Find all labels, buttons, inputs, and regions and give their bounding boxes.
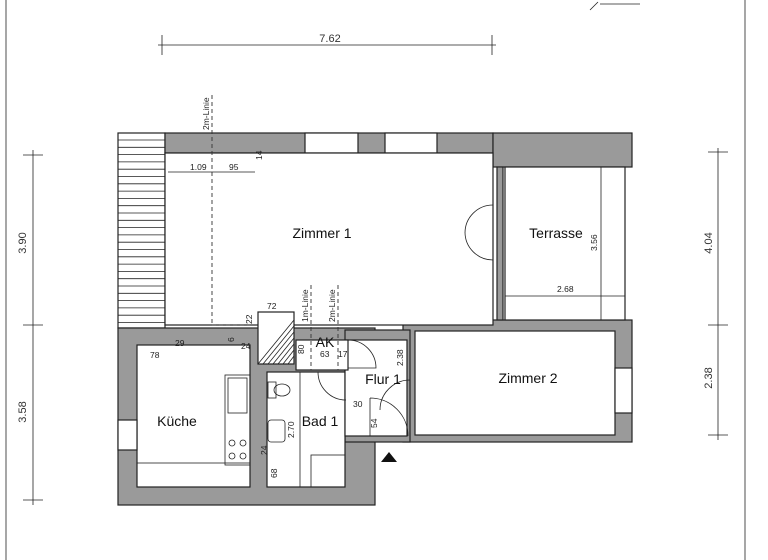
window-top-2 xyxy=(384,132,438,154)
dim: 1m-Linie xyxy=(300,289,310,322)
dim: 2.38 xyxy=(395,349,405,366)
shower-icon xyxy=(310,454,346,488)
stair-tread xyxy=(277,343,295,365)
dim: 72 xyxy=(267,301,277,311)
room-flur-1 xyxy=(344,339,408,437)
ak-door-swing[interactable] xyxy=(347,339,377,369)
washbasin-icon xyxy=(267,419,286,443)
dim: 54 xyxy=(369,418,379,428)
kitchen-counter xyxy=(136,374,251,488)
dim: 95 xyxy=(229,162,239,172)
label-zimmer-2: Zimmer 2 xyxy=(498,370,557,386)
label-flur-1: Flur 1 xyxy=(365,371,401,387)
dim-right-lower: 2.38 xyxy=(703,367,715,388)
window-kueche xyxy=(117,419,138,451)
stair-tread xyxy=(257,319,295,365)
dim: 2m-Linie xyxy=(327,289,337,322)
dim: 78 xyxy=(150,350,160,360)
label-bad-1: Bad 1 xyxy=(302,413,339,429)
dim: 2.68 xyxy=(557,284,574,294)
dim: 1.09 xyxy=(190,162,207,172)
dim: 17 xyxy=(338,349,348,359)
dim-left-upper: 3.90 xyxy=(17,232,29,253)
stove-icon xyxy=(228,439,236,447)
stair-treads xyxy=(257,319,295,365)
dim: 30 xyxy=(353,399,363,409)
dim: 24 xyxy=(241,341,251,351)
dim: 24 xyxy=(259,445,269,455)
dim: 3.56 xyxy=(589,234,599,251)
dim: 2.70 xyxy=(286,421,296,438)
staircase xyxy=(257,311,295,365)
terrace-door-swing[interactable] xyxy=(464,204,494,261)
room-terrasse xyxy=(504,166,626,321)
dim-right-upper: 4.04 xyxy=(703,232,715,253)
dim-top-width: 7.62 xyxy=(319,33,340,45)
stair-tread xyxy=(267,331,295,365)
stair-tread xyxy=(262,325,295,365)
hatched-strip xyxy=(117,132,166,329)
dim: 2m-Linie xyxy=(201,97,211,130)
terrace-door-frame xyxy=(496,166,504,321)
stair-tread xyxy=(272,337,295,365)
dim-left-lower: 3.58 xyxy=(17,401,29,422)
bath-fixtures xyxy=(267,381,346,488)
label-terrasse: Terrasse xyxy=(529,225,583,241)
dimension-lines xyxy=(23,35,728,505)
dim: 29 xyxy=(175,338,185,348)
label-zimmer-1: Zimmer 1 xyxy=(292,225,351,241)
room-zimmer-2 xyxy=(414,330,616,436)
room-ak xyxy=(295,339,349,371)
north-arrow-fragment xyxy=(589,1,640,11)
dim: 22 xyxy=(244,314,254,324)
entrance-door-swing[interactable] xyxy=(369,397,409,437)
toilet-icon xyxy=(267,381,277,399)
room-zimmer-1 xyxy=(164,152,494,326)
dim: 6 xyxy=(226,337,236,342)
dim: 80 xyxy=(296,344,306,354)
room-bad-1 xyxy=(266,371,346,488)
inner-dimension-labels: 1.09 95 14 2m-Linie 72 22 1m-Linie 2m-Li… xyxy=(150,97,599,478)
sink-icon xyxy=(227,377,248,414)
entrance-marker-icon xyxy=(381,452,397,462)
dim: 14 xyxy=(254,150,264,160)
label-ak: AK xyxy=(316,334,335,350)
window-top-1 xyxy=(304,132,359,154)
dim: 68 xyxy=(269,468,279,478)
dim: 63 xyxy=(320,349,330,359)
bad-door-swing[interactable] xyxy=(317,371,347,401)
window-zimmer-2 xyxy=(614,367,633,414)
stair-tread xyxy=(287,355,295,365)
label-kueche: Küche xyxy=(157,413,197,429)
stair-tread xyxy=(282,349,295,365)
